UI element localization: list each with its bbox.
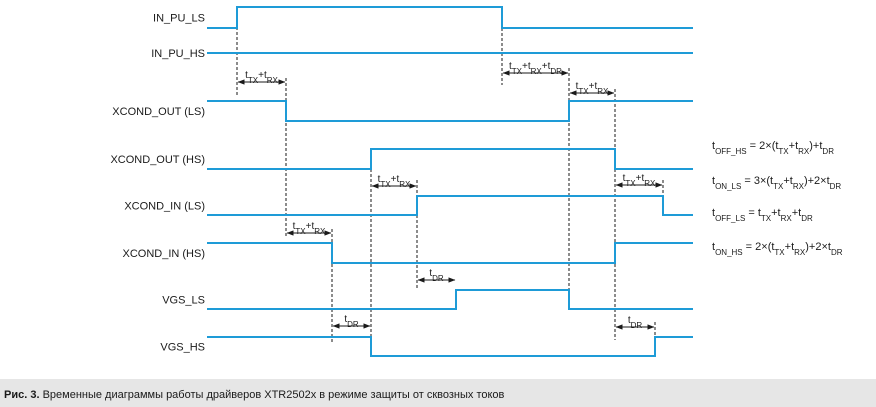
interval-label: tDR [429, 268, 444, 283]
interval-label: tTX+tRX [245, 70, 278, 85]
guide-lines [236, 7, 664, 342]
interval-label: tDR [628, 315, 643, 330]
waveform-xcond_out_hs [207, 148, 693, 170]
timing-annotations: tTX+tRX tTX+tRX+tDR tTX+tRX tTX+tRX tTX+tRX t… [237, 61, 663, 330]
waveform-xcond_in_ls [207, 195, 693, 216]
signal-label-xcond_out_hs: XCOND_OUT (HS) [110, 154, 205, 166]
signal-label-xcond_out_ls: XCOND_OUT (LS) [112, 106, 205, 118]
signal-labels: IN_PU_LS IN_PU_HS XCOND_OUT (LS) XCOND_OUT … [110, 13, 205, 354]
interval-label: tTX+tRX [293, 221, 326, 236]
signal-label-vgs_ls: VGS_LS [162, 295, 205, 307]
interval-label: tTX+tRX [576, 81, 609, 96]
waveforms [207, 6, 693, 357]
figure-caption: Рис. 3. Временные диаграммы работы драйв… [0, 379, 876, 407]
interval-label: tTX+tRX+tDR [509, 61, 562, 76]
interval-label: tTX+tRX [623, 173, 656, 188]
equation-eq1: tOFF_HS = 2×(tTX+tRX)+tDR [712, 140, 834, 156]
equation-eq4: tON_HS = 2×(tTX+tRX)+2×tDR [712, 241, 843, 257]
waveform-vgs_hs [207, 336, 693, 357]
caption-text: Временные диаграммы работы драйверов XTR… [39, 389, 505, 401]
equation-eq3: tOFF_LS = tTX+tRX+tDR [712, 207, 813, 223]
caption-label: Рис. 3. [4, 389, 40, 401]
interval-label: tDR [344, 314, 359, 329]
interval-label: tTX+tRX [378, 174, 411, 189]
waveform-xcond_in_hs [207, 242, 693, 264]
signal-label-xcond_in_ls: XCOND_IN (LS) [124, 201, 205, 213]
equation-eq2: tON_LS = 3×(tTX+tRX)+2×tDR [712, 175, 841, 191]
waveform-xcond_out_ls [207, 100, 693, 122]
signal-label-xcond_in_hs: XCOND_IN (HS) [122, 248, 205, 260]
signal-label-in_pu_ls: IN_PU_LS [153, 13, 205, 25]
timing-equations: tOFF_HS = 2×(tTX+tRX)+tDR tON_LS = 3×(tTX… [712, 140, 843, 257]
timing-diagram: IN_PU_LS IN_PU_HS XCOND_OUT (LS) XCOND_OUT … [110, 6, 843, 357]
signal-label-in_pu_hs: IN_PU_HS [151, 48, 205, 60]
waveform-in_pu_ls [207, 6, 693, 29]
waveform-vgs_ls [207, 289, 693, 310]
signal-label-vgs_hs: VGS_HS [160, 342, 205, 354]
